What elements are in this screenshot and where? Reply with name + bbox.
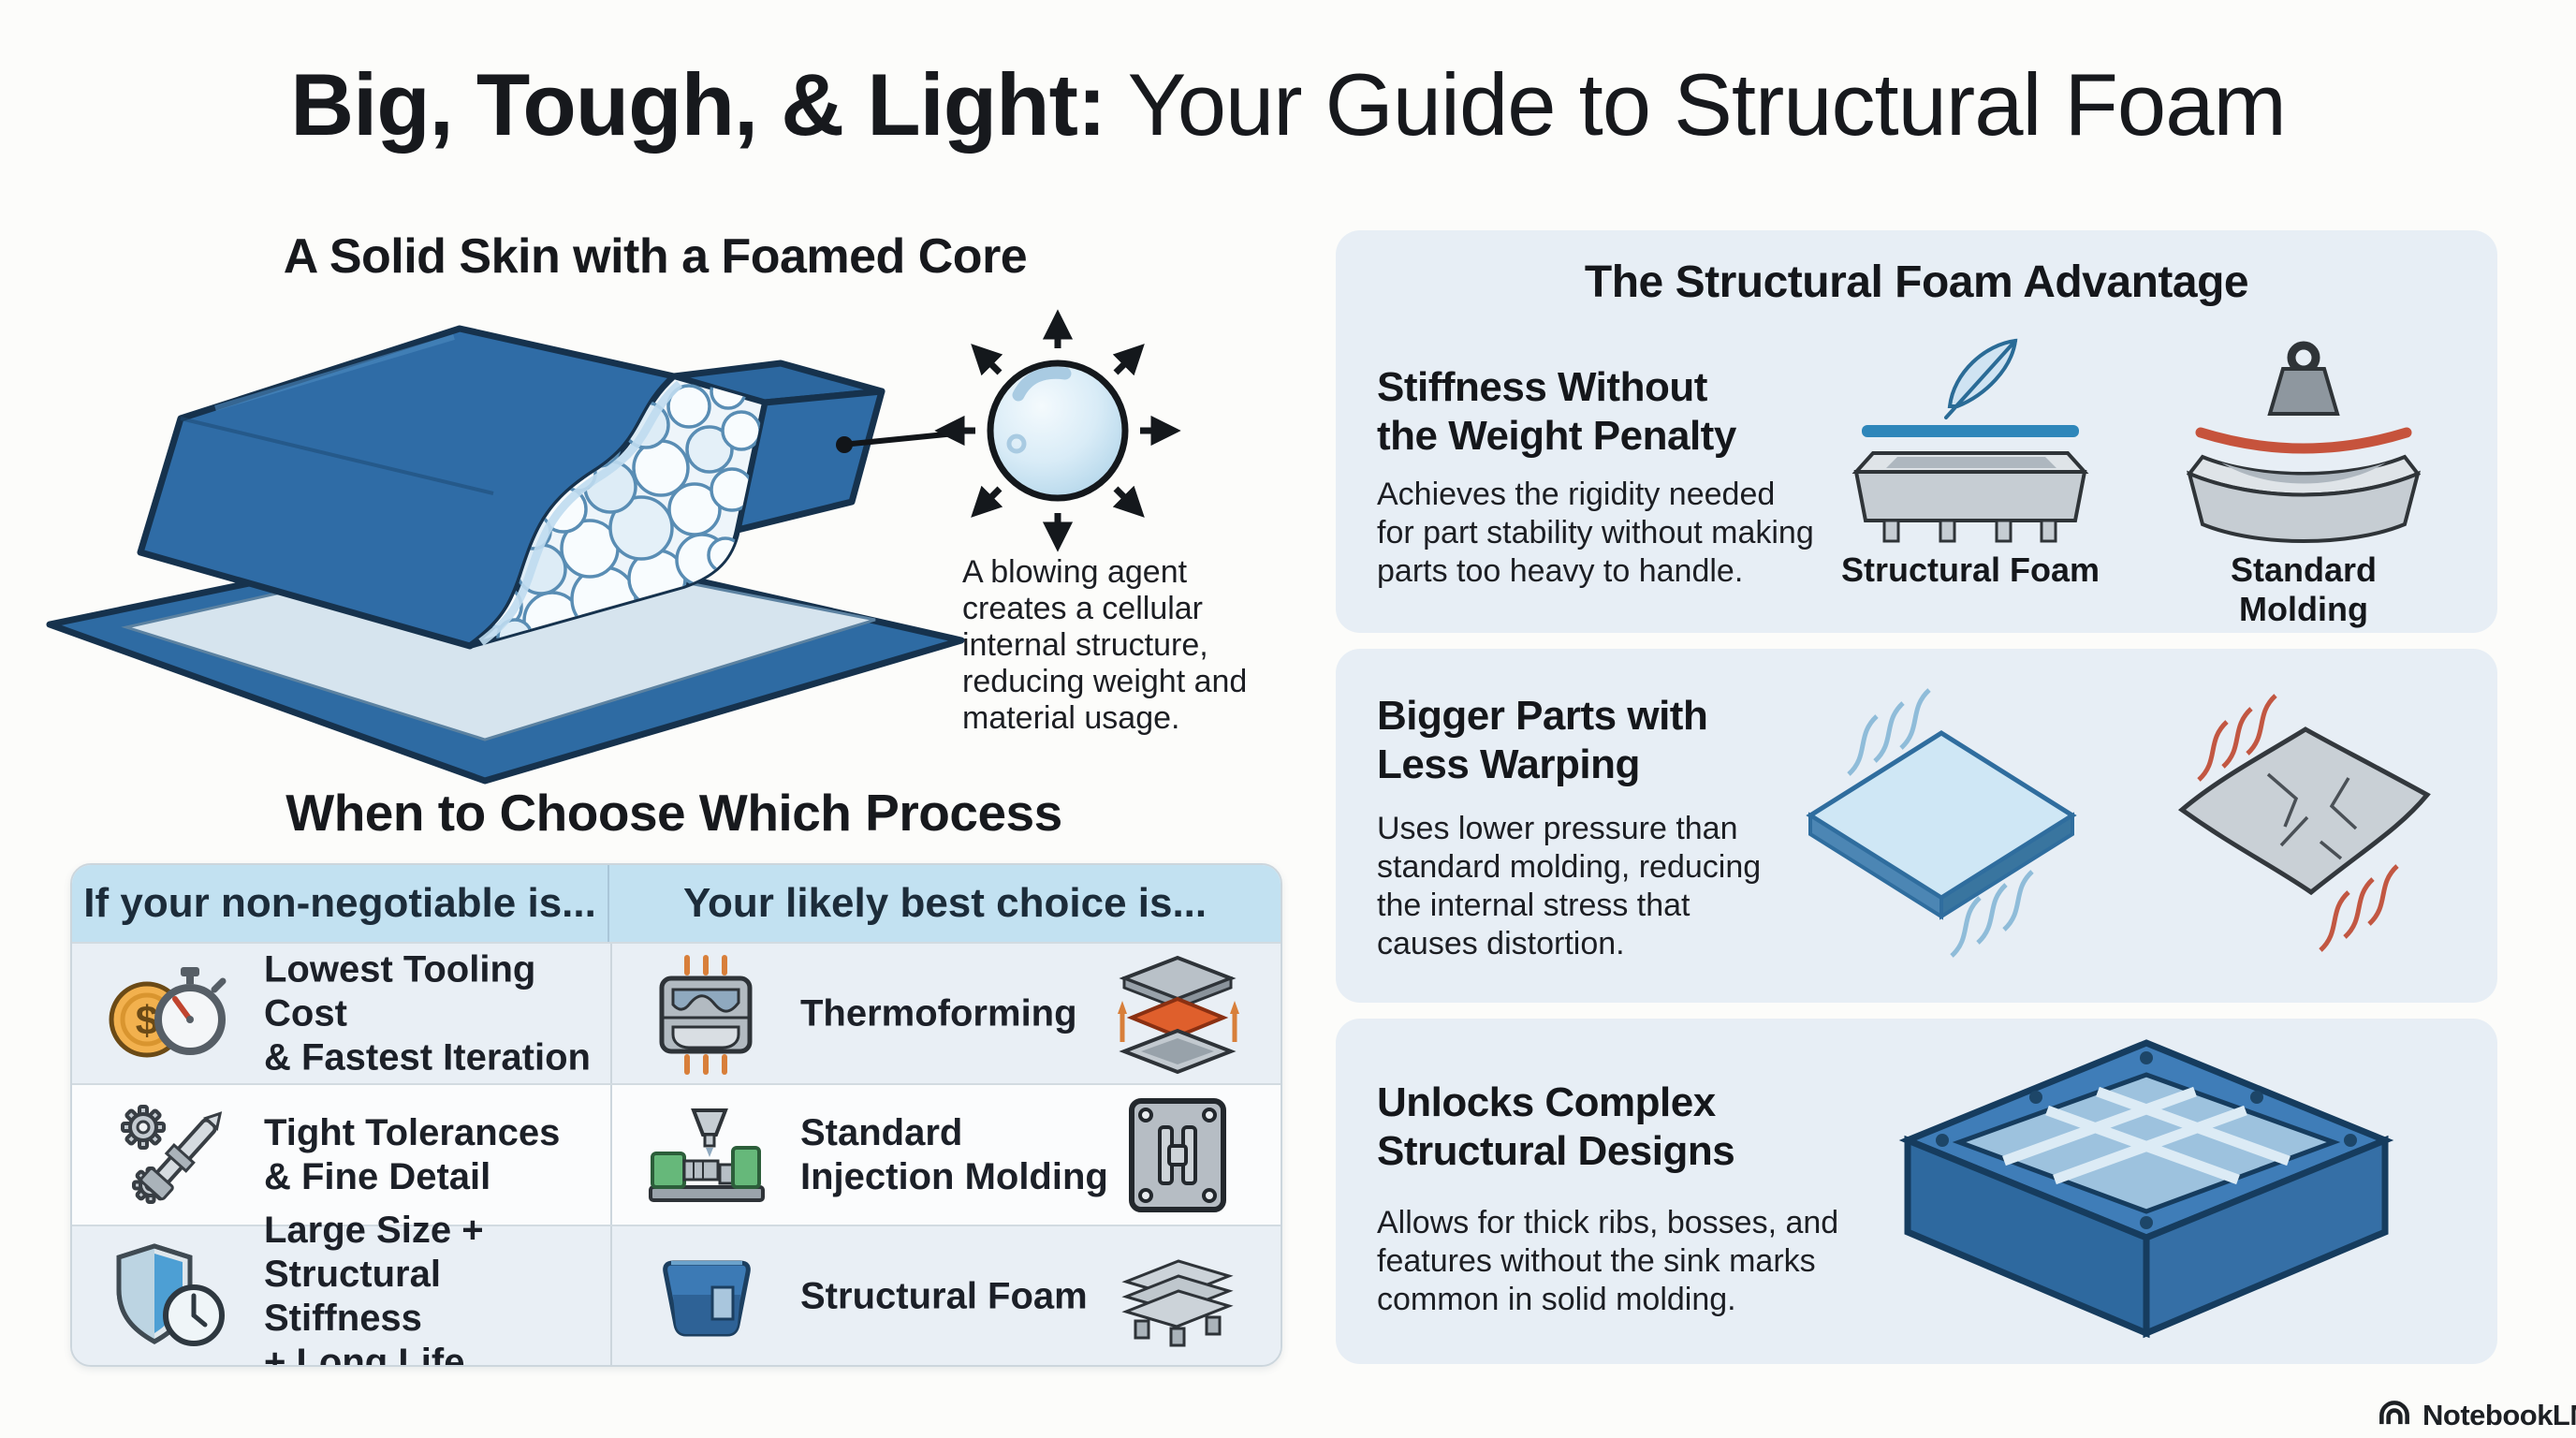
flat-panel-illustration [1806,688,2077,958]
need-label: Tight Tolerances & Fine Detail [264,1111,561,1197]
advantage-card-stiffness: The Structural Foam Advantage Stiffness … [1336,230,2497,633]
table-row: Large Size + Structural Stiffness + Long… [72,1210,1281,1365]
sagging-tray [2186,454,2422,543]
blowing-agent-caption: A blowing agent creates a cellular inter… [962,554,1248,736]
page-title: Big, Tough, & Light: Your Guide to Struc… [0,54,2576,155]
brand-name: NotebookLM [2422,1399,2576,1431]
notebooklm-logo-icon [2379,1401,2409,1425]
mold-plate-icon [1129,1097,1226,1212]
advantage-heading: The Structural Foam Advantage [1584,257,2249,307]
shield-clock-icon [116,1242,225,1346]
internal-ribs [2002,1086,2291,1185]
card-title: Stiffness Without the Weight Penalty [1377,364,1736,459]
structural-foam-part-icon [663,1260,751,1336]
cool-flow-lines [1847,688,2034,958]
card-body: Allows for thick ribs, bosses, and featu… [1377,1205,1839,1317]
table-row: Tight Tolerances & Fine Detail Standard … [72,1083,1281,1225]
rigid-tray [1852,451,2089,543]
foam-part-cutaway-illustration [46,309,1181,785]
need-label: Large Size + Structural Stiffness + Long… [264,1209,484,1367]
need-label: Lowest Tooling Cost & Fastest Iteration [264,948,591,1078]
feather-tray-illustration [1852,338,2089,543]
feather-icon [1944,338,2018,419]
advantage-card-designs: Unlocks Complex Structural Designs Allow… [1336,1019,2497,1364]
stress-flow-lines [2197,694,2399,952]
coin-stopwatch-icon: $ [109,966,227,1057]
page-title-regular: Your Guide to Structural Foam [1105,55,2287,154]
thermoform-mold-icon [659,954,753,1075]
choice-label: Standard Injection Molding [800,1111,1108,1197]
solid-skin-heading: A Solid Skin with a Foamed Core [283,229,1028,284]
choice-label: Structural Foam [800,1275,1088,1316]
stacked-sheets-icon [1118,955,1239,1074]
warped-panel [2177,726,2431,896]
sag-bar [2195,427,2412,454]
compare-standard-molding: Standard Molding [2163,331,2444,629]
compare-label: Structural Foam [1840,550,2100,589]
card-title: Unlocks Complex Structural Designs [1377,1079,1735,1174]
process-table-heading: When to Choose Which Process [285,784,1062,842]
weight-icon [2267,341,2340,416]
callout-dot [836,436,853,453]
expansion-arrows-icon [934,309,1181,552]
weight-tray-illustration [2186,341,2422,543]
rigid-bar [1862,425,2079,437]
warped-panel-illustration [2177,694,2431,952]
pallet-icon [1121,1258,1234,1346]
rim-bolts [1936,1051,2357,1229]
process-table: If your non-negotiable is... Your likely… [70,863,1282,1367]
gears-caliper-icon [121,1104,223,1204]
ribbed-box-illustration [1898,1039,2394,1339]
advantage-card-warping: Bigger Parts with Less Warping Uses lowe… [1336,649,2497,1003]
compare-structural-foam: Structural Foam [1830,331,2111,590]
blowing-agent-bubble [987,360,1129,502]
injection-molding-machine-icon [649,1108,765,1202]
page-title-bold: Big, Tough, & Light: [290,55,1106,154]
card-title: Bigger Parts with Less Warping [1377,693,1708,787]
choice-label: Thermoforming [800,992,1077,1034]
col-header-choice: Your likely best choice is... [682,880,1208,926]
crack-lines [2266,772,2358,860]
compare-label: Standard Molding [2230,550,2378,628]
card-body: Achieves the rigidity needed for part st… [1377,477,1814,589]
process-table-header: If your non-negotiable is... Your likely… [72,865,1281,942]
table-row: $ Lowest Tooling Cost & Fastest Iteratio… [72,942,1281,1083]
card-body: Uses lower pressure than standard moldin… [1377,811,1762,961]
col-header-need: If your non-negotiable is... [72,865,610,942]
brand-watermark: NotebookLM [2376,1397,2576,1434]
